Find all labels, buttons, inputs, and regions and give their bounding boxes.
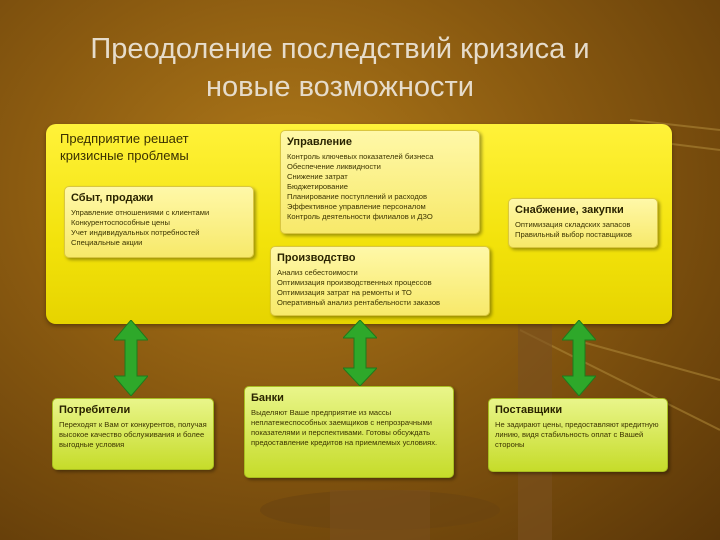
sales-box: Сбыт, продажи Управление отношениями с к… (64, 186, 254, 258)
management-item: Эффективное управление персоналом (287, 202, 426, 211)
banks-title: Банки (251, 392, 284, 404)
supply-list: Оптимизация складских запасов Правильный… (515, 220, 651, 240)
sales-item: Управление отношениями с клиентами (71, 208, 210, 217)
banks-text: Выделяют Ваше предприятие из массы непла… (251, 408, 438, 447)
management-title: Управление (287, 136, 353, 148)
supply-item: Правильный выбор поставщиков (515, 230, 632, 239)
management-item: Обеспечение ликвидности (287, 162, 381, 171)
banks-box: Банки Выделяют Ваше предприятие из массы… (244, 386, 454, 478)
sales-list: Управление отношениями с клиентами Конку… (71, 208, 247, 248)
sales-item: Специальные акции (71, 238, 143, 247)
suppliers-text: Не задирают цены, предоставляют кредитну… (495, 420, 659, 449)
consumers-box: Потребители Переходят к Вам от конкурент… (52, 398, 214, 470)
production-item: Оптимизация производственных процессов (277, 278, 432, 287)
slide-title: Преодоление последствий кризиса и новые … (40, 30, 640, 106)
production-box: Производство Анализ себестоимости Оптими… (270, 246, 490, 316)
management-item: Бюджетирование (287, 182, 348, 191)
management-box: Управление Контроль ключевых показателей… (280, 130, 480, 234)
double-arrow-icon-banks (343, 320, 377, 386)
management-item: Снижение затрат (287, 172, 348, 181)
sales-item: Учет индивидуальных потребностей (71, 228, 200, 237)
production-title: Производство (277, 252, 356, 264)
management-item: Контроль ключевых показателей бизнеса (287, 152, 434, 161)
panel-heading-line-2: кризисные проблемы (60, 148, 189, 163)
management-item: Контроль деятельности филиалов и ДЗО (287, 212, 433, 221)
consumers-text: Переходят к Вам от конкурентов, получая … (59, 420, 207, 449)
management-item: Планирование поступлений и расходов (287, 192, 428, 201)
double-arrow-icon-consumers (114, 320, 148, 396)
production-item: Оптимизация затрат на ремонты и ТО (277, 288, 412, 297)
supply-item: Оптимизация складских запасов (515, 220, 631, 229)
sales-title: Сбыт, продажи (71, 192, 154, 204)
production-item: Анализ себестоимости (277, 268, 358, 277)
slide-title-line-1: Преодоление последствий кризиса и (90, 33, 590, 65)
panel-heading-line-1: Предприятие решает (60, 131, 189, 146)
management-list: Контроль ключевых показателей бизнеса Об… (287, 152, 473, 222)
suppliers-title: Поставщики (495, 404, 563, 416)
production-list: Анализ себестоимости Оптимизация произво… (277, 268, 483, 308)
sales-item: Конкурентоспособные цены (71, 218, 170, 227)
supply-title: Снабжение, закупки (515, 204, 624, 216)
suppliers-box: Поставщики Не задирают цены, предоставля… (488, 398, 668, 472)
supply-box: Снабжение, закупки Оптимизация складских… (508, 198, 658, 248)
enterprise-panel-heading: Предприятие решает кризисные проблемы (60, 130, 260, 164)
double-arrow-icon-suppliers (562, 320, 596, 396)
slide-title-line-2: новые возможности (205, 71, 475, 103)
consumers-title: Потребители (59, 404, 131, 416)
production-item: Оперативный анализ рентабельности заказо… (277, 298, 441, 307)
